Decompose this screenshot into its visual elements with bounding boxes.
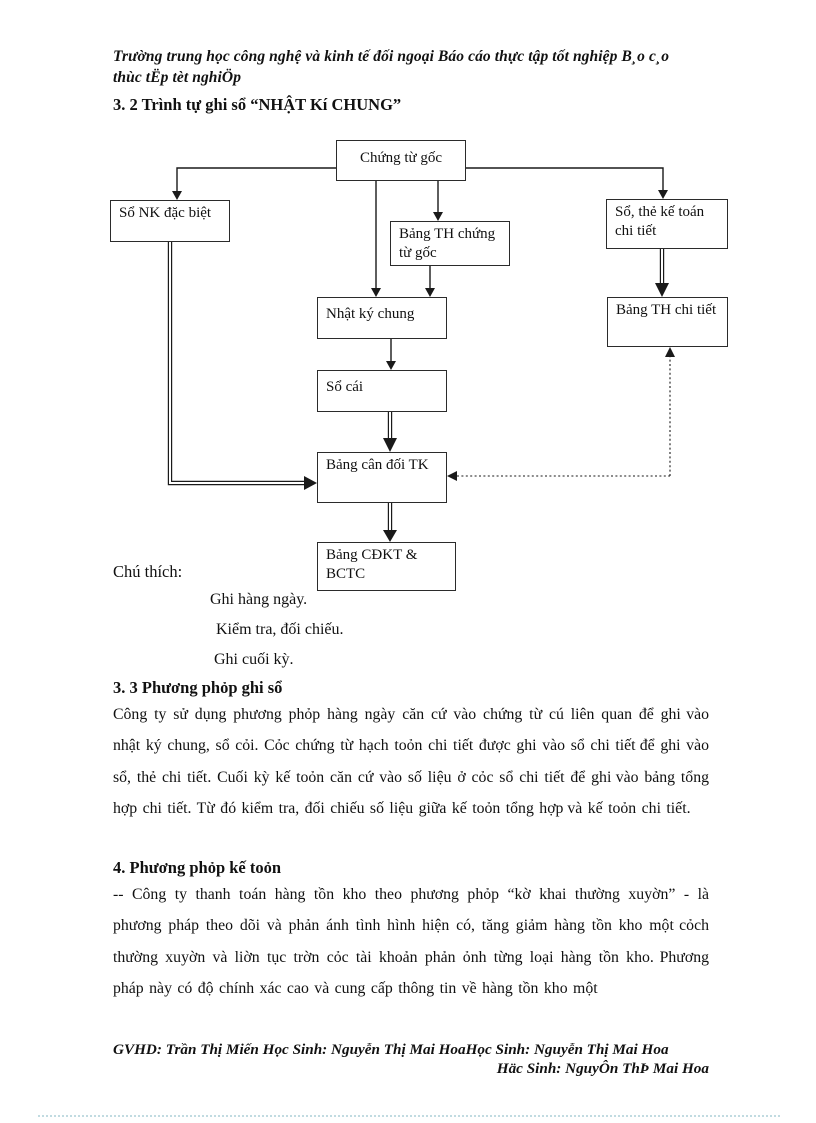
legend-item-period-end: Ghi cuối kỳ. [214,651,294,668]
header-line-2: thùc tËp tèt nghiÖp [113,69,242,86]
node-bang-cdkt-bctc: Bảng CĐKT & BCTC [317,542,456,591]
flowchart-nhat-ky-chung: Chứng từ gốc Sổ NK đặc biệt Bảng TH chứn… [0,130,816,600]
arrowhead-into-sonk [172,191,182,200]
node-bang-th-chi-tiet: Bảng TH chi tiết [607,297,728,347]
arrowhead-sothe-into-bangthct [655,283,669,297]
arrowhead-bangth-into-nkc [425,288,435,297]
connector-left-daily [176,167,336,192]
paragraph-3-3-line: và kế toỏn chi tiết. [567,800,691,818]
page-header: Trường trung học công nghệ và kinh tế đố… [113,46,719,88]
page-footer: GVHD: Trần Thị Miến Học Sinh: Nguyễn Thị… [113,1040,709,1078]
connector-sonk-to-bcd-1 [167,242,304,486]
section-3-2-title: 3. 2 Trình tự ghi sổ “NHẬT Kí CHUNG” [113,95,402,114]
arrowhead-socai-into-bcd [383,438,397,452]
connector-sonk-to-bcd-2 [171,242,304,482]
node-so-nk-dac-biet: Sổ NK đặc biệt [110,200,230,242]
arrowhead-sonk-into-bcd [304,476,317,490]
paragraph-3-3-line: để ghi vào sổ, thẻ chi tiết. Cuối kỳ kế … [113,737,709,786]
legend-label: Chú thích: [113,562,183,581]
paragraph-4: -- Công ty thanh toán hàng tồn kho theo … [113,879,709,1005]
bottom-dotted-rule [38,1115,780,1117]
node-chung-tu-goc: Chứng từ gốc [336,140,466,181]
node-nhat-ky-chung: Nhật ký chung [317,297,447,339]
paragraph-4-line: Phương pháp này có độ chính xác cao và c… [113,948,710,998]
arrowhead-bcd-into-cdkt [383,530,397,542]
paragraph-4-line: phương pháp theo dõi và phản ánh tình hì… [113,917,674,935]
node-bang-can-doi-tk: Bảng cân đối TK [317,452,447,503]
section-3-3-title: 3. 3 Phương phỏp ghi sổ [113,678,283,697]
arrowhead-into-sothe [658,190,668,199]
legend-item-check: Kiểm tra, đối chiếu. [216,621,344,638]
legend-item-daily: Ghi hàng ngày. [210,591,308,608]
node-so-cai: Sổ cái [317,370,447,412]
arrowhead-a-into-nkc [371,288,381,297]
paragraph-3-3-line: vào nhật ký chung, sổ cỏi. Cỏc chứng từ … [113,706,709,755]
arrowhead-dashed-into-bangthct [665,347,675,357]
flowchart-connectors [167,167,675,542]
node-bang-th-chung-tu-goc: Bảng TH chứng từ gốc [390,221,510,266]
paragraph-3-3: Công ty sử dụng phương phỏp hàng ngày că… [113,699,709,825]
node-so-the-ke-toan-chi-tiet: Sổ, thẻ kế toán chi tiết [606,199,728,249]
arrowhead-dashed-into-bcd [447,471,457,481]
arrowhead-into-socai [386,361,396,370]
connector-right-daily [466,167,664,191]
header-line-1: Trường trung học công nghệ và kinh tế đố… [113,48,670,65]
section-4-title: 4. Phương phỏp kế toỏn [113,858,282,877]
footer-line-1: GVHD: Trần Thị Miến Học Sinh: Nguyễn Thị… [113,1041,669,1058]
footer-line-2: Häc Sinh: NguyÔn ThÞ Mai Hoa [496,1060,709,1077]
paragraph-3-3-line: Công ty sử dụng phương phỏp hàng ngày că… [113,706,681,723]
paragraph-4-line: -- Công ty thanh toán hàng tồn kho theo … [113,886,709,903]
arrowhead-into-bangth [433,212,443,221]
paragraph-4-line: cỏch thường xuyờn và liờn tục trờn cỏc t… [113,917,709,966]
paragraph-3-3-line: vào bảng tổng hợp chi tiết. Từ đó kiểm t… [113,768,710,818]
